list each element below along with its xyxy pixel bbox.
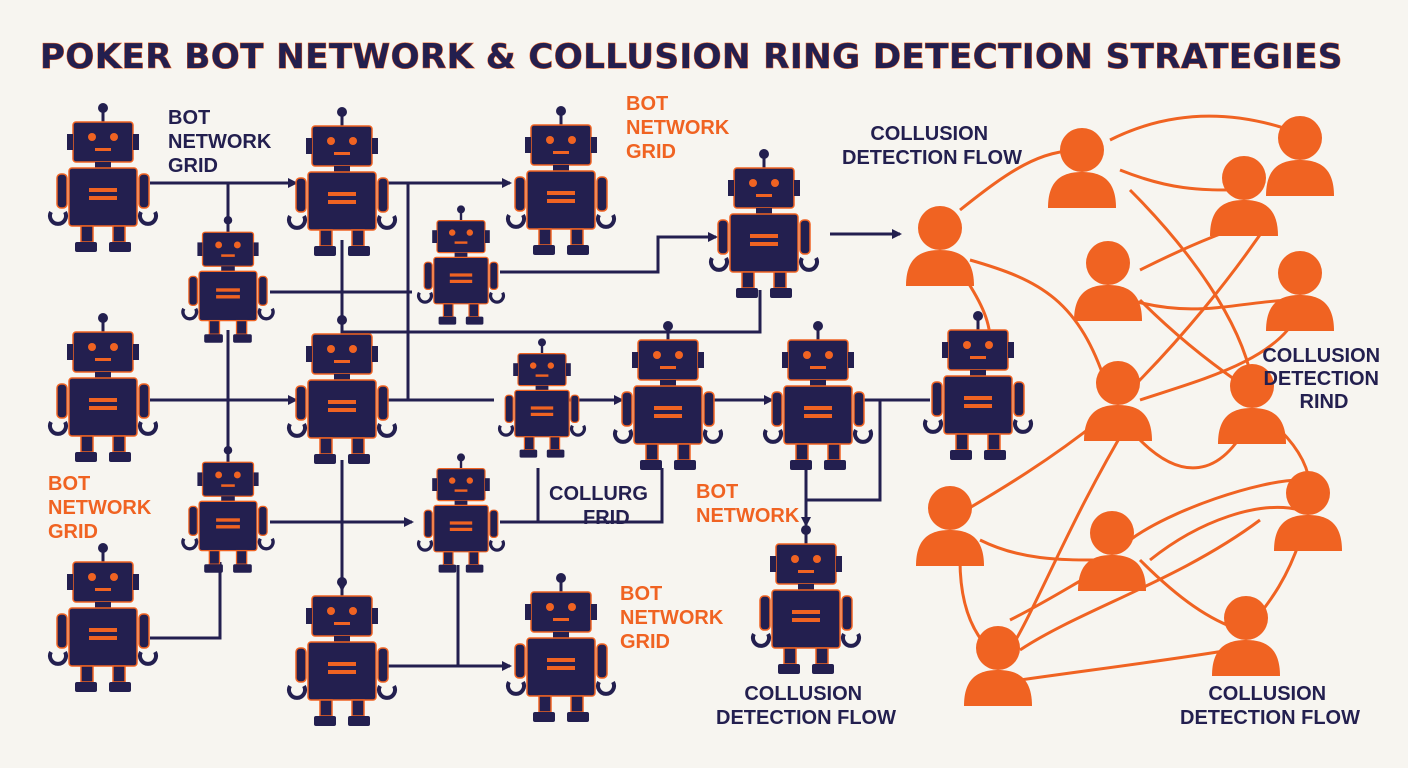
collusion-link [1129, 478, 1301, 542]
robot-icon [506, 573, 616, 722]
connection-line [500, 468, 540, 524]
label-collusion-detection-flow-bottom: COLLUSION DETECTION FLOW [716, 683, 896, 729]
collusion-link [1149, 505, 1301, 562]
collusion-link [1119, 168, 1237, 192]
robot-icon [48, 313, 158, 462]
robot-icon [751, 525, 861, 674]
connection-line [150, 562, 222, 640]
collusion-link [1109, 114, 1291, 142]
collusion-link [969, 258, 1110, 391]
label-collusion-detection-flow-right: COLLUSION DETECTION FLOW [1180, 683, 1360, 729]
connection-line [500, 232, 718, 274]
label-bot-network: BOT NETWORK [696, 481, 800, 527]
robot-icon [287, 315, 397, 464]
robot-icon [613, 321, 723, 470]
robot-icon [923, 311, 1033, 460]
robot-icon [417, 205, 505, 325]
person-icon [1210, 156, 1278, 236]
label-collurg-frid: COLLURG FRID [549, 483, 653, 529]
collusion-link [965, 418, 1101, 512]
person-icon [1212, 596, 1280, 676]
label-bot-network-grid: BOT NETWORK GRID [168, 107, 277, 177]
robot-icon [498, 338, 586, 458]
person-icon [1048, 128, 1116, 208]
person-icon [1274, 471, 1342, 551]
label-bot-network-grid-orange: BOT NETWORK GRID [626, 93, 735, 163]
collusion-ring-links [958, 114, 1312, 682]
robot-icon [287, 107, 397, 256]
label-bot-network-grid-bottom: BOT NETWORK GRID [620, 583, 729, 653]
robot-icon [709, 149, 819, 298]
person-icon [1084, 361, 1152, 441]
robot-icon [181, 216, 275, 343]
robot-icon [48, 543, 158, 692]
collusion-link [1128, 219, 1272, 392]
person-icon [964, 626, 1032, 706]
label-bot-network-grid-left: BOT NETWORK GRID [48, 473, 157, 543]
collusion-link [1008, 419, 1132, 651]
connection-line [806, 400, 882, 502]
collusion-link [1019, 518, 1261, 652]
person-icon [916, 486, 984, 566]
collusion-link [1128, 188, 1254, 381]
connection-line [538, 468, 664, 524]
person-icon [906, 206, 974, 286]
robot-icon [417, 453, 505, 573]
collusion-link [979, 538, 1101, 562]
robot-icon [48, 103, 158, 252]
collusion-ring [906, 116, 1342, 706]
bot-network [48, 103, 1033, 726]
label-collusion-detection-rind: COLLUSION DETECTION RIND [1262, 345, 1385, 413]
collusion-link [1019, 648, 1231, 682]
robot-icon [181, 446, 275, 573]
label-collusion-detection-flow-top: COLLUSION DETECTION FLOW [842, 123, 1022, 169]
diagram-title: POKER BOT NETWORK & COLLUSION RING DETEC… [40, 37, 1343, 77]
connection-line [342, 290, 762, 334]
robot-icon [506, 106, 616, 255]
person-icon [1218, 364, 1286, 444]
robot-icon [287, 577, 397, 726]
person-icon [1266, 116, 1334, 196]
person-icon [1078, 511, 1146, 591]
person-icon [1074, 241, 1142, 321]
person-icon [1266, 251, 1334, 331]
robot-icon [763, 321, 873, 470]
